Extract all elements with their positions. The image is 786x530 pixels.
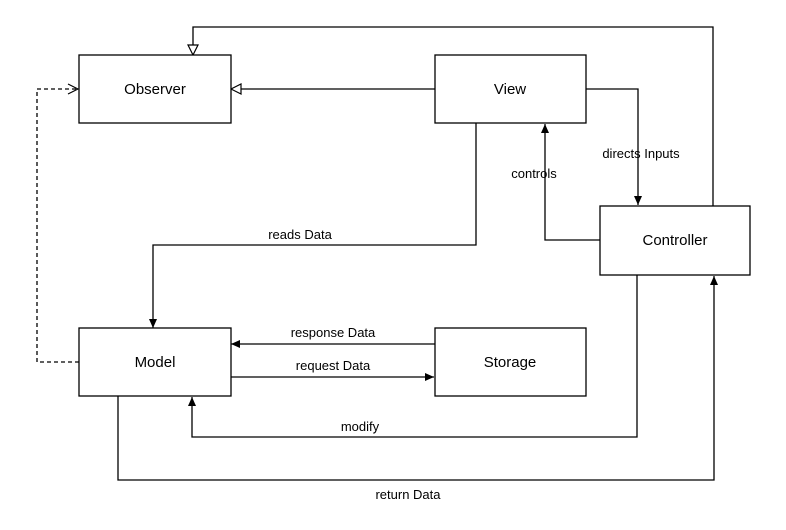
label-response-data: response Data [291, 325, 376, 340]
node-model-label: Model [135, 354, 176, 371]
label-request-data: request Data [296, 358, 371, 373]
node-storage-label: Storage [484, 354, 537, 371]
edge-return-data [117, 276, 718, 481]
edge-controls [541, 124, 600, 241]
edge-modify [188, 275, 638, 438]
label-return-data: return Data [375, 487, 441, 502]
edge-directs-inputs [586, 88, 642, 205]
label-controls: controls [511, 166, 557, 181]
node-controller-label: Controller [642, 232, 707, 249]
label-modify: modify [341, 419, 380, 434]
node-observer: Observer [78, 54, 232, 124]
edge-controller-observer [193, 26, 714, 206]
label-reads-data: reads Data [268, 227, 332, 242]
node-model: Model [78, 327, 232, 397]
node-storage: Storage [434, 327, 587, 397]
node-observer-label: Observer [124, 81, 186, 98]
node-view-label: View [494, 81, 526, 98]
node-view: View [434, 54, 587, 124]
edge-reads-data [149, 123, 477, 328]
edge-model-observer [36, 89, 79, 363]
node-controller: Controller [599, 205, 751, 276]
label-directs-inputs: directs Inputs [602, 146, 680, 161]
